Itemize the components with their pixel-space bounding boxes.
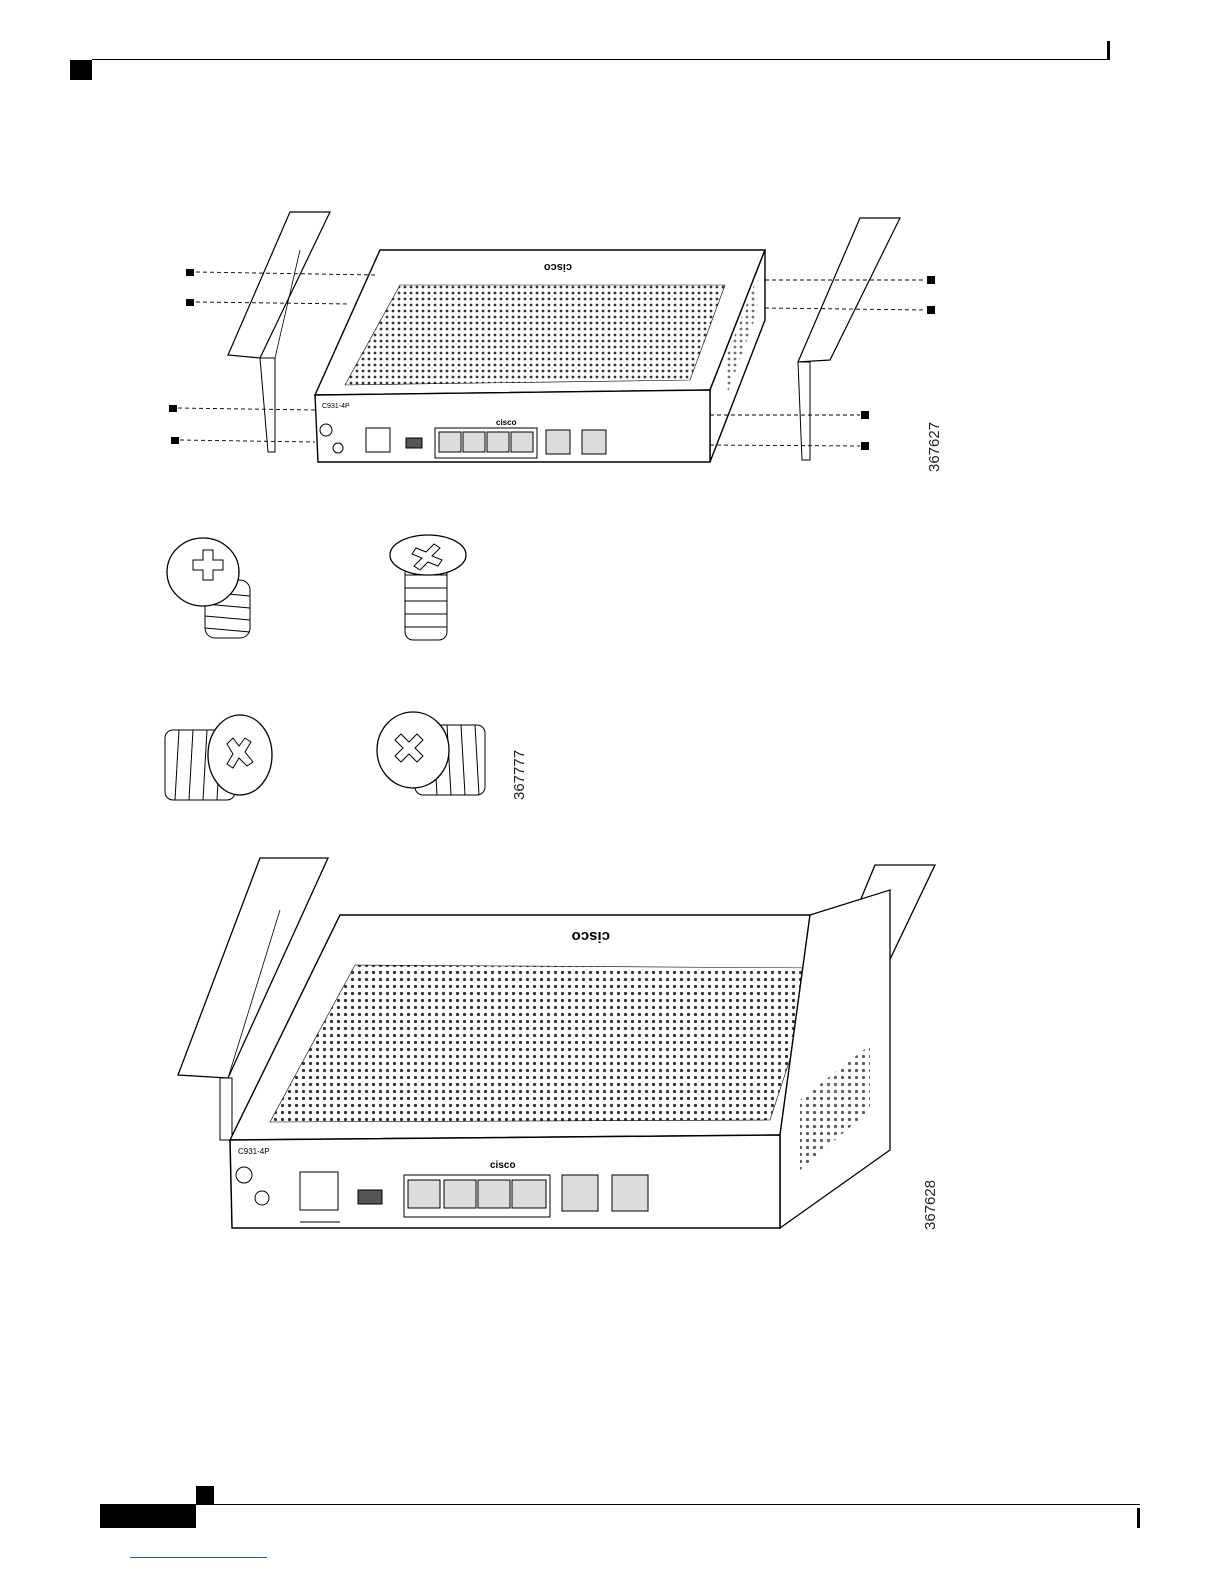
- wan-port-4: [546, 430, 570, 454]
- footer-tab: [196, 1486, 214, 1504]
- wan-port-5: [582, 430, 606, 454]
- usb-port: [358, 1190, 382, 1204]
- front-model-label: C931-4P: [322, 403, 350, 410]
- vent-grille: [345, 285, 725, 385]
- screw-icon: [165, 715, 272, 800]
- left-bracket: [228, 212, 330, 358]
- usb-port: [406, 438, 422, 448]
- top-brand-logo: cisco: [544, 261, 572, 273]
- screws-left: [169, 269, 194, 444]
- wan-port-4: [562, 1175, 598, 1211]
- lan-port-3: [512, 1180, 546, 1208]
- figure-id-367628: 367628: [922, 1180, 939, 1230]
- front-model-label: C931-4P: [238, 1147, 270, 1156]
- assembled-view-figure: C931-4P cisco cisco: [160, 850, 950, 1240]
- lan-port-0: [408, 1180, 440, 1208]
- lan-port-1: [463, 432, 485, 452]
- lan-port-2: [487, 432, 509, 452]
- figure-id-367777: 367777: [511, 750, 528, 800]
- front-brand-logo: cisco: [490, 1160, 516, 1171]
- header-top-rule: [92, 59, 1110, 60]
- front-brand-logo: cisco: [496, 418, 517, 427]
- lan-port-0: [439, 432, 461, 452]
- console-port: [366, 428, 390, 452]
- wan-port-5: [612, 1175, 648, 1211]
- exploded-view-figure: C931-4P cisco cisco: [150, 200, 950, 500]
- footer-right-tick: [1137, 1508, 1140, 1528]
- lan-port-1: [444, 1180, 476, 1208]
- console-port: [300, 1172, 338, 1210]
- figure-id-367627: 367627: [926, 422, 943, 472]
- top-brand-logo: cisco: [572, 928, 610, 945]
- vent-grille: [270, 965, 820, 1122]
- header-left-block: [70, 60, 92, 80]
- screws-figure: [160, 525, 500, 805]
- lan-port-3: [511, 432, 533, 452]
- lan-port-2: [478, 1180, 510, 1208]
- footer-bar: [100, 1504, 196, 1528]
- footer-rule: [196, 1504, 1140, 1505]
- screws-right: [861, 276, 935, 450]
- screw-icon: [390, 535, 466, 640]
- screw-icon: [167, 538, 250, 638]
- header-right-tick: [1107, 41, 1110, 59]
- right-bracket: [798, 218, 900, 362]
- footer-link-underline[interactable]: [130, 1556, 267, 1558]
- screw-icon: [377, 712, 485, 795]
